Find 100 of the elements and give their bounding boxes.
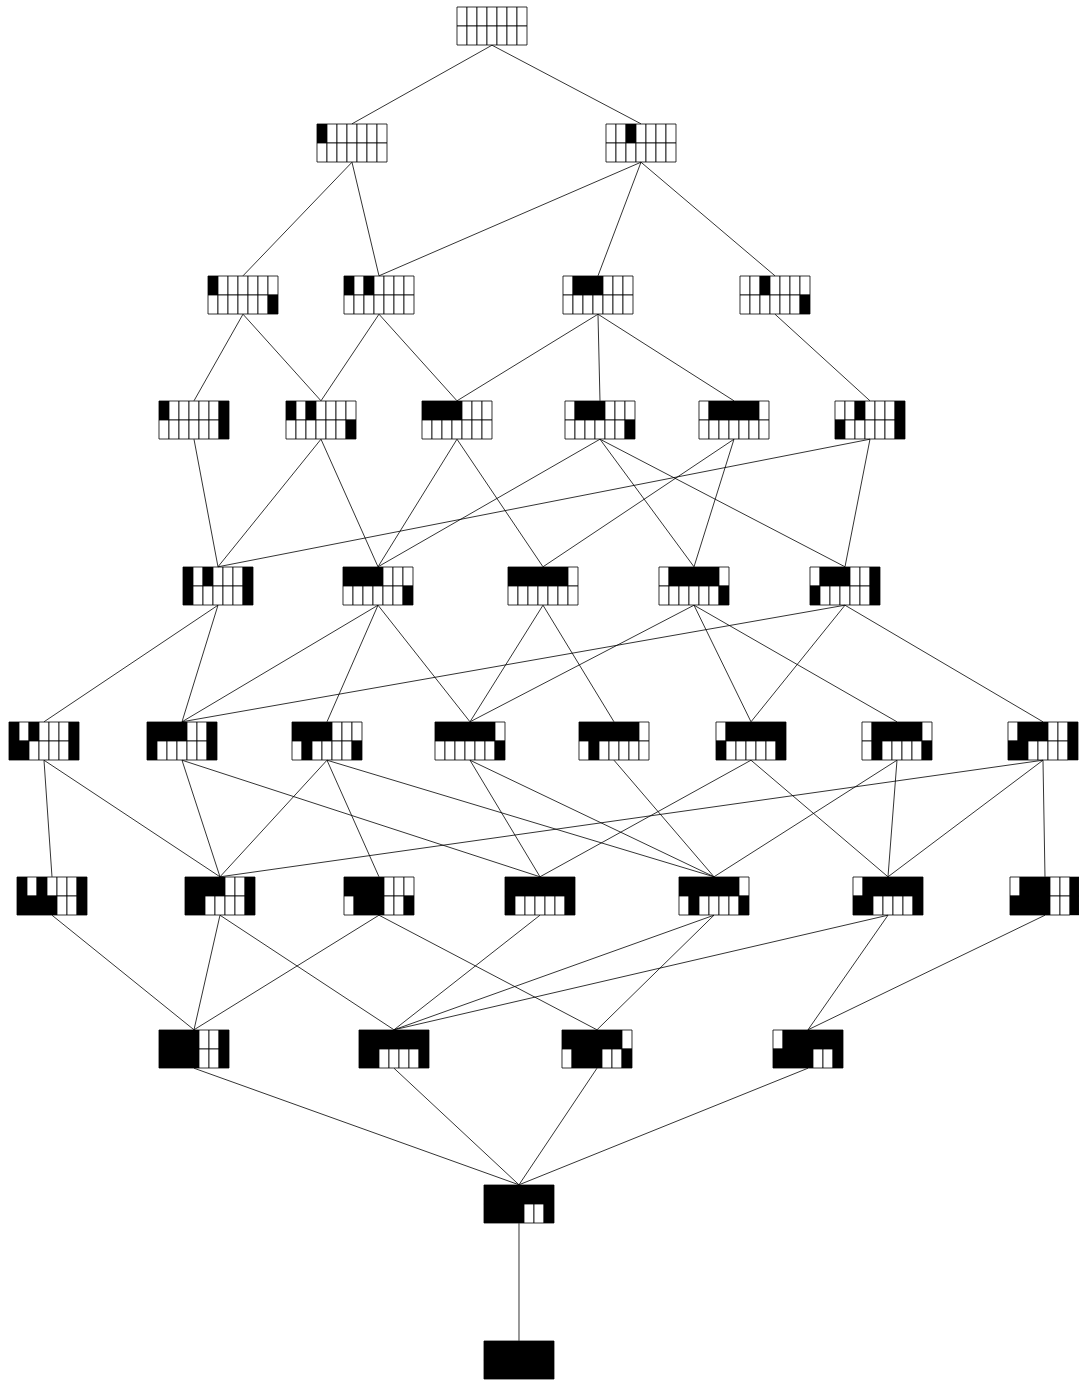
- grid-drawing: [809, 566, 881, 606]
- connector-line: [351, 161, 380, 277]
- connector-line: [456, 313, 599, 402]
- grid-drawing: [834, 400, 906, 440]
- connector-line: [181, 759, 221, 878]
- connector-line: [219, 914, 395, 1031]
- connector-line: [393, 914, 889, 1031]
- connector-line: [51, 914, 195, 1031]
- connector-line: [693, 604, 752, 723]
- connector-line: [456, 438, 544, 568]
- connector-line: [844, 604, 1044, 723]
- connector-line: [469, 604, 544, 723]
- connector-line: [542, 438, 735, 568]
- connector-line: [518, 1067, 809, 1186]
- connector-line: [518, 1222, 520, 1342]
- connector-line: [774, 313, 871, 402]
- connector-line: [377, 604, 471, 723]
- connector-line: [219, 759, 1044, 878]
- grid-drawing: [861, 721, 933, 761]
- grid-drawing: [158, 1029, 230, 1069]
- grid-drawing: [343, 876, 415, 916]
- grid-drawing: [343, 275, 415, 315]
- grid-drawing: [8, 721, 80, 761]
- connector-line: [193, 914, 221, 1031]
- connector-line: [539, 759, 752, 878]
- connector-line: [43, 759, 53, 878]
- grid-drawing: [504, 876, 576, 916]
- connector-line: [43, 759, 221, 878]
- connector-line: [469, 759, 541, 878]
- connector-line: [599, 438, 695, 568]
- connector-line: [887, 759, 1044, 878]
- connector-line: [43, 604, 219, 723]
- grid-drawing: [158, 400, 230, 440]
- connector-line: [597, 161, 642, 277]
- connector-line: [351, 44, 493, 125]
- grid-drawing: [421, 400, 493, 440]
- grid-drawing: [561, 1029, 633, 1069]
- grid-drawing: [342, 566, 414, 606]
- connector-line: [1042, 759, 1046, 878]
- connector-line: [193, 1067, 520, 1186]
- grid-drawing: [852, 876, 924, 916]
- connector-line: [469, 604, 695, 723]
- connector-line: [518, 1067, 598, 1186]
- connector-line: [193, 914, 380, 1031]
- connector-line: [807, 914, 889, 1031]
- connector-line: [181, 604, 379, 723]
- grid-drawing: [182, 566, 254, 606]
- connector-line: [844, 438, 871, 568]
- connector-line: [326, 604, 379, 723]
- connector-line: [693, 438, 735, 568]
- connector-line: [193, 438, 219, 568]
- grid-drawing: [562, 275, 634, 315]
- connector-line: [393, 914, 541, 1031]
- connector-line: [217, 438, 322, 568]
- connector-line: [640, 161, 776, 277]
- connector-line: [807, 914, 1046, 1031]
- connector-line: [242, 161, 353, 277]
- grid-drawing: [1009, 876, 1079, 916]
- grid-drawing: [316, 123, 388, 163]
- grid-drawing: [605, 123, 677, 163]
- connector-line: [491, 44, 642, 125]
- connector-line: [393, 914, 715, 1031]
- connector-line: [181, 604, 219, 723]
- grid-drawing: [772, 1029, 844, 1069]
- grid-drawing: [184, 876, 256, 916]
- connector-line: [599, 438, 846, 568]
- grid-drawing: [207, 275, 279, 315]
- grid-drawing: [285, 400, 357, 440]
- grid-drawing: [715, 721, 787, 761]
- grid-drawing: [16, 876, 88, 916]
- grid-drawing: [434, 721, 506, 761]
- grid-drawing: [564, 400, 636, 440]
- connector-line: [181, 759, 541, 878]
- grid-drawing: [678, 876, 750, 916]
- grid-drawing: [146, 721, 218, 761]
- connector-line: [320, 313, 380, 402]
- connector-line: [217, 438, 871, 568]
- connector-line: [242, 313, 322, 402]
- connector-line: [542, 604, 615, 723]
- grid-drawing: [739, 275, 811, 315]
- grid-drawing: [507, 566, 579, 606]
- connector-line: [377, 438, 458, 568]
- connector-line: [750, 759, 889, 878]
- connector-line: [378, 914, 598, 1031]
- connector-line: [693, 604, 898, 723]
- connector-line: [613, 759, 715, 878]
- grid-drawing: [291, 721, 363, 761]
- connector-line: [326, 759, 715, 878]
- connector-line: [750, 604, 846, 723]
- connector-line: [887, 759, 898, 878]
- connector-line: [181, 604, 846, 723]
- connector-line: [378, 313, 458, 402]
- connector-line: [378, 161, 642, 277]
- grid-drawing: [358, 1029, 430, 1069]
- grid-drawing: [483, 1340, 555, 1380]
- grid-drawing: [578, 721, 650, 761]
- connector-line: [713, 759, 898, 878]
- connector-line: [596, 914, 715, 1031]
- grid-drawing: [1007, 721, 1079, 761]
- connector-line: [326, 759, 380, 878]
